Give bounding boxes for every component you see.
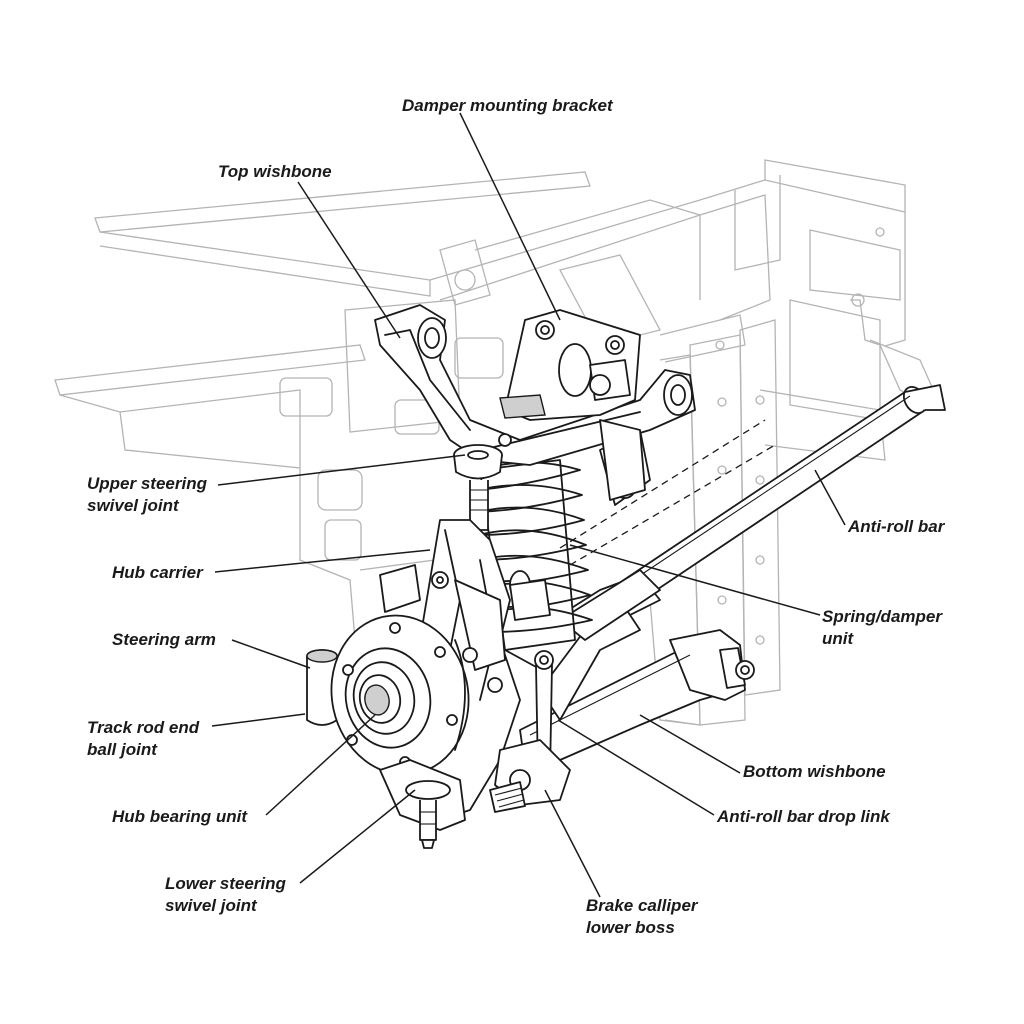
label-steering-arm: Steering arm: [112, 629, 216, 651]
leader-lower-steering-swivel-joint: [299, 789, 416, 884]
leader-track-rod-end: [211, 713, 306, 727]
label-upper-steering-swivel-joint: Upper steering swivel joint: [87, 473, 207, 517]
upper-swivel-joint-drawing: [453, 444, 503, 531]
label-top-wishbone: Top wishbone: [218, 161, 332, 183]
leader-damper-mounting-bracket: [459, 112, 561, 321]
label-text-line-2: swivel joint: [165, 896, 257, 915]
label-text-line-1: Upper steering: [87, 474, 207, 493]
label-text-line-1: Spring/damper: [822, 607, 942, 626]
label-anti-roll-bar: Anti-roll bar: [848, 516, 944, 538]
label-anti-roll-bar-drop-link: Anti-roll bar drop link: [717, 806, 890, 828]
label-hub-carrier: Hub carrier: [112, 562, 203, 584]
label-bottom-wishbone: Bottom wishbone: [743, 761, 886, 783]
label-spring-damper-unit: Spring/damper unit: [822, 606, 942, 650]
leader-lines: [211, 112, 846, 898]
label-lower-steering-swivel-joint: Lower steering swivel joint: [165, 873, 286, 917]
label-hub-bearing-unit: Hub bearing unit: [112, 806, 247, 828]
label-text-line-2: ball joint: [87, 740, 157, 759]
leader-brake-calliper-lower-boss: [544, 789, 601, 898]
label-text: Hub bearing unit: [112, 807, 248, 826]
label-text-line-1: Track rod end: [87, 718, 200, 737]
hidden-lines: [559, 419, 776, 566]
drop-link-drawing: [489, 650, 571, 813]
label-text: Anti-roll bar drop link: [717, 807, 890, 826]
leader-hub-bearing-unit: [265, 714, 376, 816]
leader-steering-arm: [231, 639, 311, 669]
leader-bottom-wishbone: [639, 714, 741, 774]
leader-anti-roll-bar: [814, 469, 846, 526]
leader-upper-steering-swivel-joint: [217, 454, 466, 486]
top-wishbone-drawing: [374, 304, 696, 501]
leader-hub-carrier: [214, 549, 431, 573]
label-text-line-2: unit: [822, 629, 854, 648]
label-text: Steering arm: [112, 630, 216, 649]
label-text-line-1: Lower steering: [165, 874, 286, 893]
lower-swivel-joint-drawing: [379, 759, 466, 849]
leader-top-wishbone: [297, 181, 401, 339]
label-text: Bottom wishbone: [743, 762, 886, 781]
label-brake-calliper-lower-boss: Brake calliper lower boss: [586, 895, 698, 939]
label-text: Damper mounting bracket: [402, 96, 613, 115]
leader-spring-damper-unit: [569, 544, 821, 616]
label-damper-mounting-bracket: Damper mounting bracket: [402, 95, 613, 117]
label-text-line-2: lower boss: [586, 918, 675, 937]
label-track-rod-end-ball-joint: Track rod end ball joint: [87, 717, 199, 761]
hub-bearing-drawing: [330, 614, 470, 776]
label-text-line-1: Brake calliper: [586, 896, 698, 915]
label-text: Top wishbone: [218, 162, 332, 181]
label-text: Anti-roll bar: [848, 517, 945, 536]
label-text: Hub carrier: [112, 563, 203, 582]
leader-anti-roll-bar-drop-link: [557, 719, 715, 816]
label-text-line-2: swivel joint: [87, 496, 179, 515]
